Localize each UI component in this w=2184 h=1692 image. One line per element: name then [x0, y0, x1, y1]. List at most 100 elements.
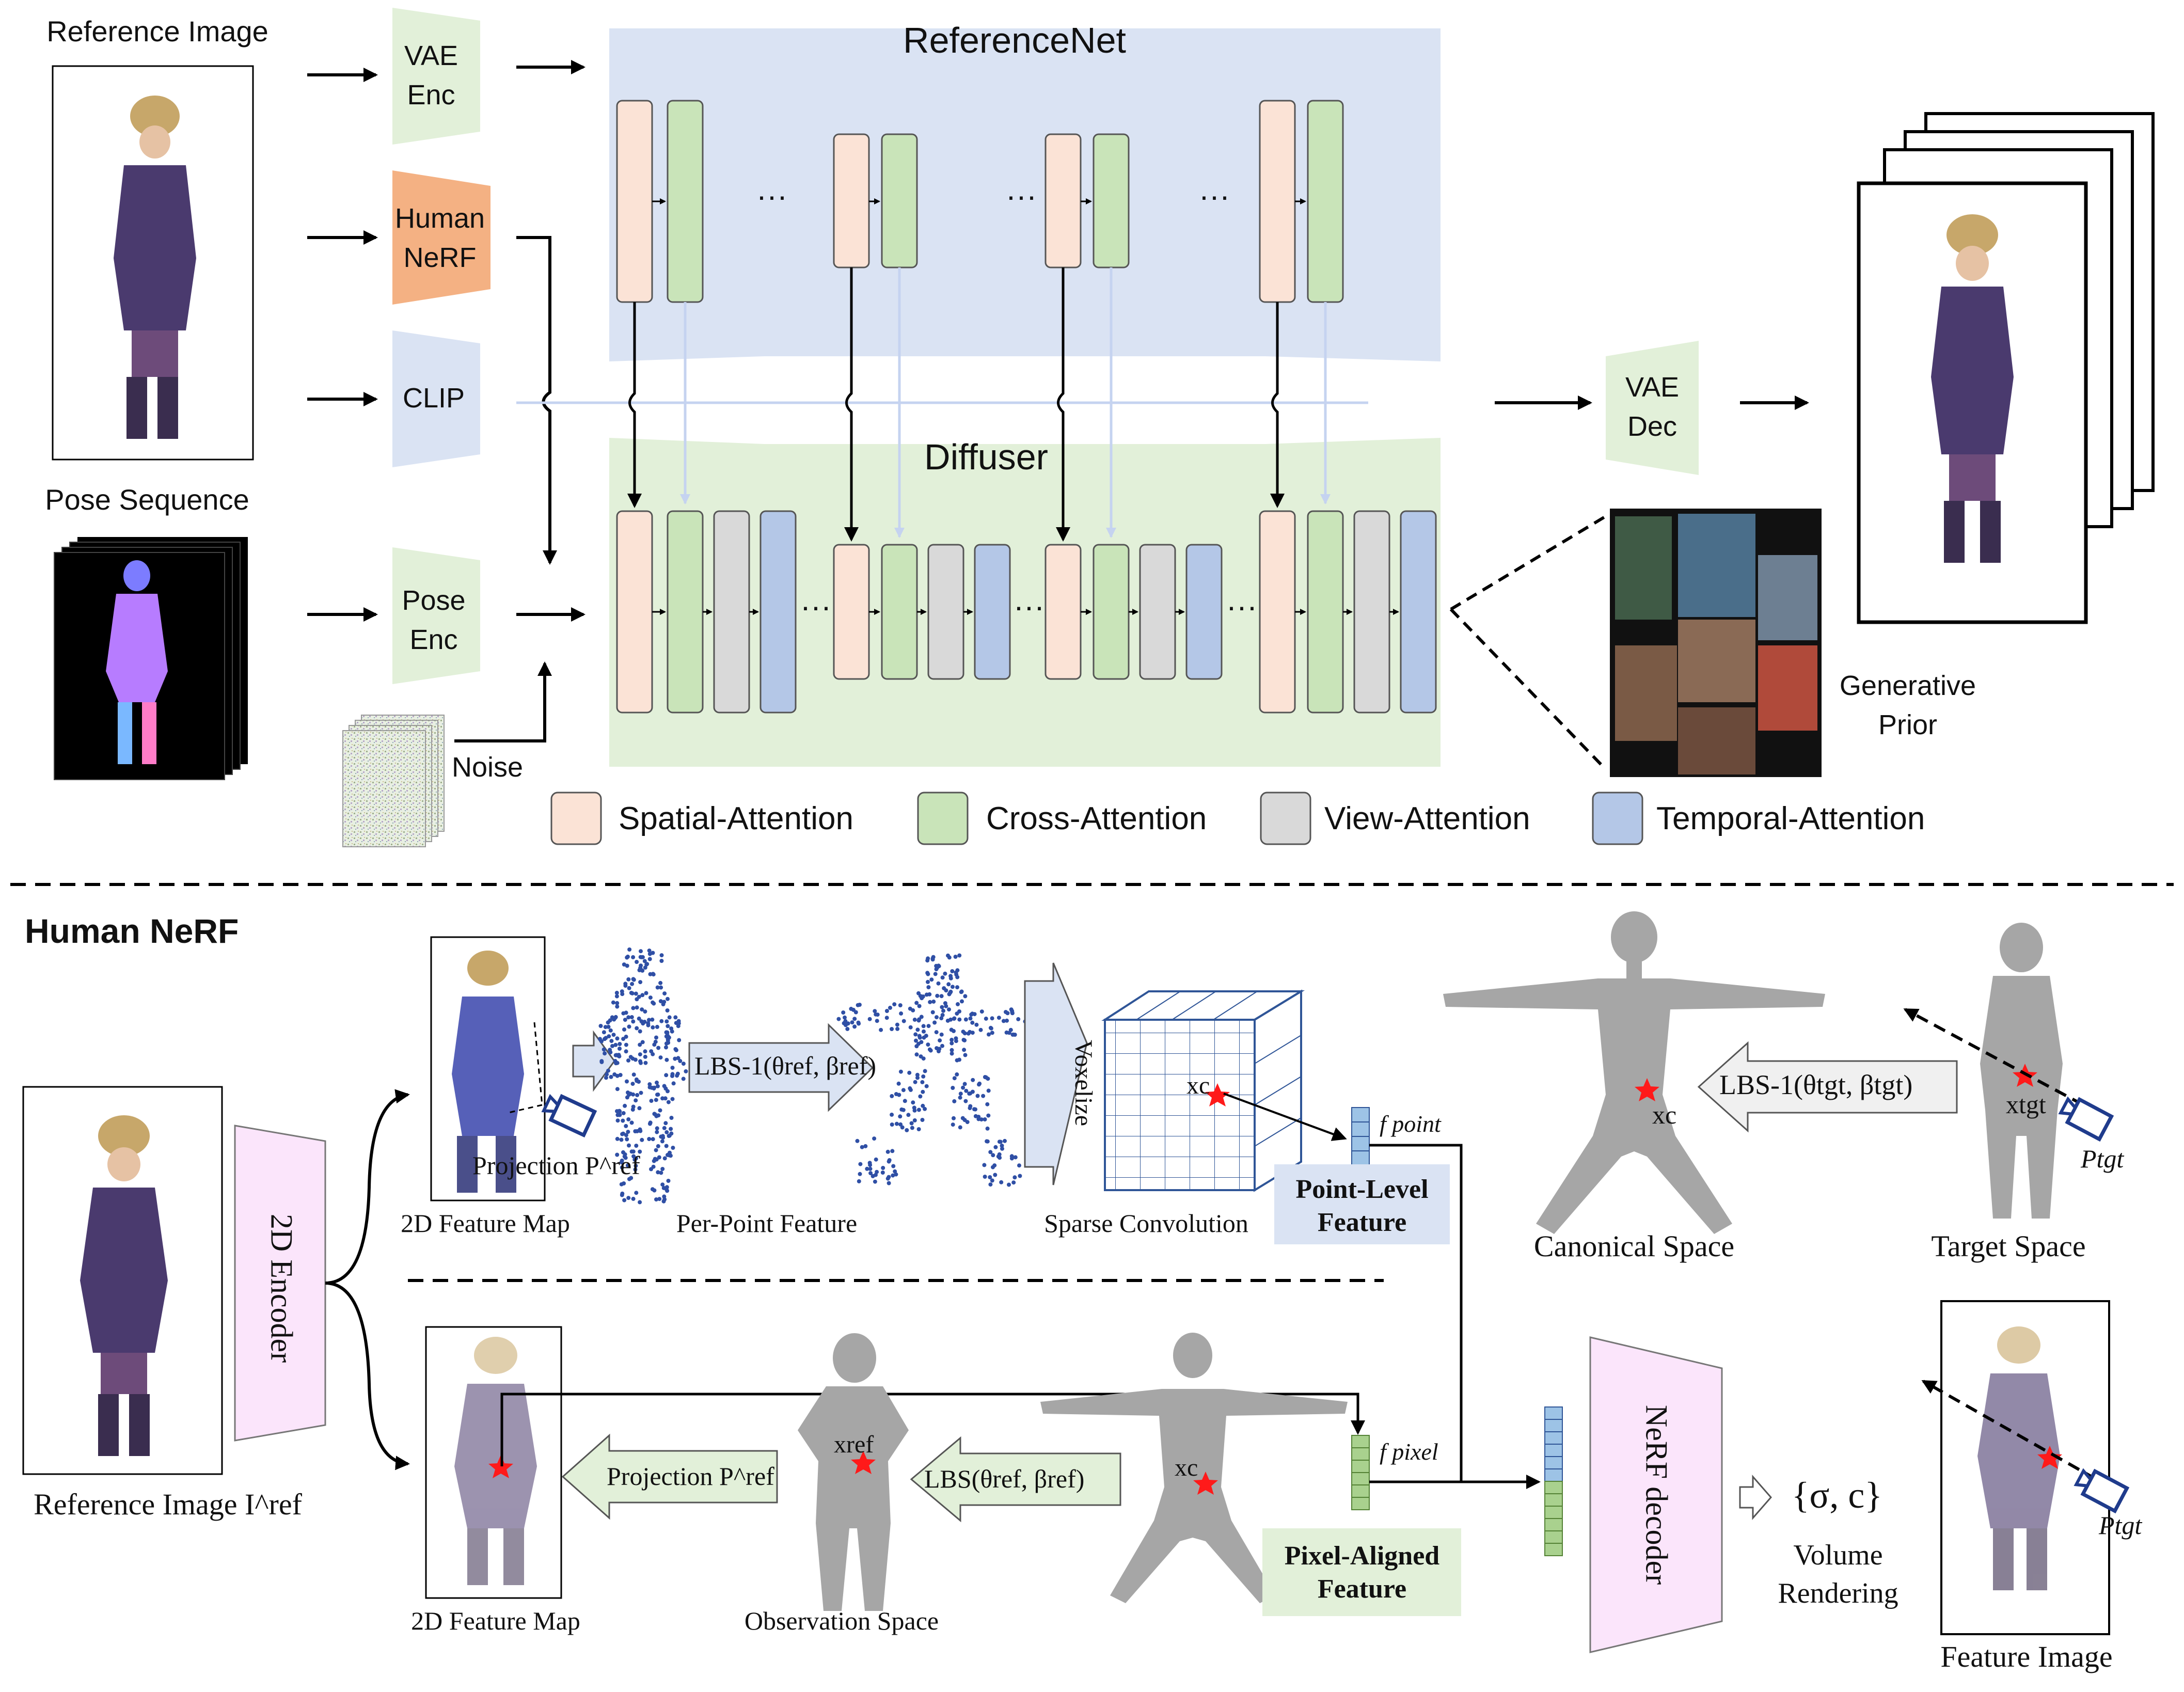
- point-cloud-dot: [639, 1090, 643, 1095]
- point-cloud-dot: [939, 1032, 944, 1037]
- point-cloud-dot: [914, 1052, 919, 1057]
- point-cloud-dot: [956, 1002, 960, 1006]
- reference-image-label: Reference Image: [46, 15, 268, 48]
- point-cloud-dot: [917, 1035, 922, 1040]
- point-cloud-dot: [933, 972, 938, 976]
- point-cloud-dot: [868, 1171, 873, 1176]
- point-cloud-dot: [624, 1124, 628, 1128]
- point-cloud-dot: [625, 1095, 629, 1100]
- point-cloud-dot: [949, 1041, 954, 1046]
- combined-feature-column: [1544, 1406, 1563, 1556]
- point-cloud-dot: [921, 1089, 925, 1094]
- point-cloud-dot: [603, 1051, 607, 1056]
- point-cloud-dot: [631, 1019, 636, 1024]
- point-cloud-dot: [857, 1179, 861, 1183]
- point-cloud-dot: [903, 1099, 907, 1103]
- point-cloud-dot: [958, 1095, 962, 1100]
- point-cloud-dot: [663, 1121, 668, 1126]
- point-cloud-dot: [884, 1016, 889, 1020]
- point-cloud-dot: [626, 977, 631, 982]
- p-tgt-label-2: Ptgt: [2099, 1511, 2142, 1540]
- arrow-encoder-to-bottom: [325, 1282, 410, 1470]
- point-cloud-dot: [928, 1048, 933, 1053]
- point-cloud-dot: [947, 1007, 951, 1012]
- point-cloud-dot: [660, 1167, 665, 1171]
- point-cloud-dot: [968, 1016, 973, 1021]
- point-cloud-dot: [928, 1000, 932, 1004]
- point-cloud-dot: [608, 1018, 612, 1023]
- point-cloud-dot: [676, 1024, 680, 1029]
- point-cloud-dot: [899, 1011, 904, 1016]
- point-cloud-dot: [934, 1030, 939, 1035]
- point-cloud-dot: [643, 1054, 647, 1059]
- point-cloud-dot: [910, 1126, 914, 1130]
- point-cloud-dot: [955, 975, 960, 979]
- point-cloud-dot: [673, 1015, 678, 1020]
- point-cloud-dot: [627, 1143, 631, 1148]
- point-cloud-dot: [894, 1172, 898, 1177]
- point-cloud-dot: [961, 1030, 966, 1034]
- point-cloud-dot: [610, 1043, 614, 1048]
- section-title: Human NeRF: [25, 912, 239, 950]
- point-cloud-dot: [895, 1026, 900, 1031]
- point-cloud-dot: [946, 953, 950, 958]
- output-frames-stack: [1857, 112, 2155, 624]
- point-cloud-dot: [615, 1036, 620, 1041]
- point-cloud-dot: [665, 1008, 670, 1013]
- point-cloud-dot: [1010, 1032, 1015, 1037]
- feature-map-bottom-figure: [454, 1337, 537, 1585]
- point-cloud-dot: [637, 1080, 641, 1084]
- point-cloud-dot: [987, 1032, 991, 1037]
- point-cloud-dot: [924, 992, 929, 997]
- point-cloud-dot: [930, 1010, 935, 1015]
- x-c-obs-label: xc: [1175, 1454, 1198, 1481]
- point-cloud-dot: [615, 1136, 620, 1141]
- point-cloud-dot: [620, 1191, 625, 1196]
- point-cloud-dot: [631, 1154, 636, 1159]
- point-cloud-dot: [1013, 1155, 1018, 1160]
- generative-prior-label: Generative Prior: [1839, 670, 1976, 740]
- point-cloud-dot: [653, 1039, 658, 1044]
- point-cloud-dot: [666, 1152, 670, 1157]
- point-cloud-dot: [604, 1036, 608, 1040]
- point-cloud-dot: [890, 1094, 894, 1098]
- vae-enc-label: VAE Enc: [404, 40, 458, 110]
- point-cloud-dot: [955, 1072, 959, 1077]
- point-cloud-dot: [623, 1018, 627, 1022]
- target-mesh: [1980, 923, 2063, 1219]
- point-cloud-dot: [958, 1092, 963, 1096]
- point-cloud-dot: [626, 1015, 631, 1020]
- point-cloud-dot: [888, 1005, 892, 1010]
- observation-space-label: Observation Space: [744, 1606, 939, 1635]
- point-cloud-dot: [651, 1137, 655, 1142]
- point-cloud-dot: [631, 1006, 636, 1010]
- point-cloud-dot: [615, 1004, 620, 1009]
- point-cloud-dot: [670, 1066, 675, 1070]
- point-cloud-dot: [649, 1049, 654, 1054]
- point-cloud-dot: [664, 1073, 669, 1078]
- point-cloud-dot: [1000, 1144, 1004, 1148]
- point-cloud-dot: [631, 1104, 636, 1109]
- point-cloud-dot: [629, 1149, 634, 1154]
- point-cloud-dot: [962, 1048, 967, 1052]
- point-cloud-dot: [990, 1031, 994, 1035]
- point-cloud-dot: [630, 982, 635, 986]
- volume-rendering-label: Volume Rendering: [1778, 1539, 1898, 1609]
- point-cloud-dot: [912, 1108, 917, 1113]
- diffuser-label: Diffuser: [924, 437, 1048, 477]
- point-cloud-dot: [659, 959, 664, 963]
- point-cloud-dot: [983, 1075, 987, 1079]
- point-cloud-dot: [920, 1118, 925, 1122]
- point-cloud-dot: [1016, 1017, 1021, 1021]
- pose-sequence-label: Pose Sequence: [45, 483, 249, 516]
- point-cloud-dot: [863, 1144, 868, 1148]
- point-cloud-dot: [1007, 1182, 1011, 1187]
- point-cloud-dot: [647, 957, 652, 961]
- point-cloud-dot: [912, 1118, 917, 1122]
- legend-swatch-cross: [917, 792, 969, 845]
- point-cloud-dot: [907, 1070, 912, 1075]
- point-cloud-dot: [963, 1099, 968, 1103]
- point-cloud-dot: [654, 1197, 658, 1201]
- point-cloud-dot: [656, 1113, 661, 1118]
- point-cloud-dot: [657, 1197, 662, 1201]
